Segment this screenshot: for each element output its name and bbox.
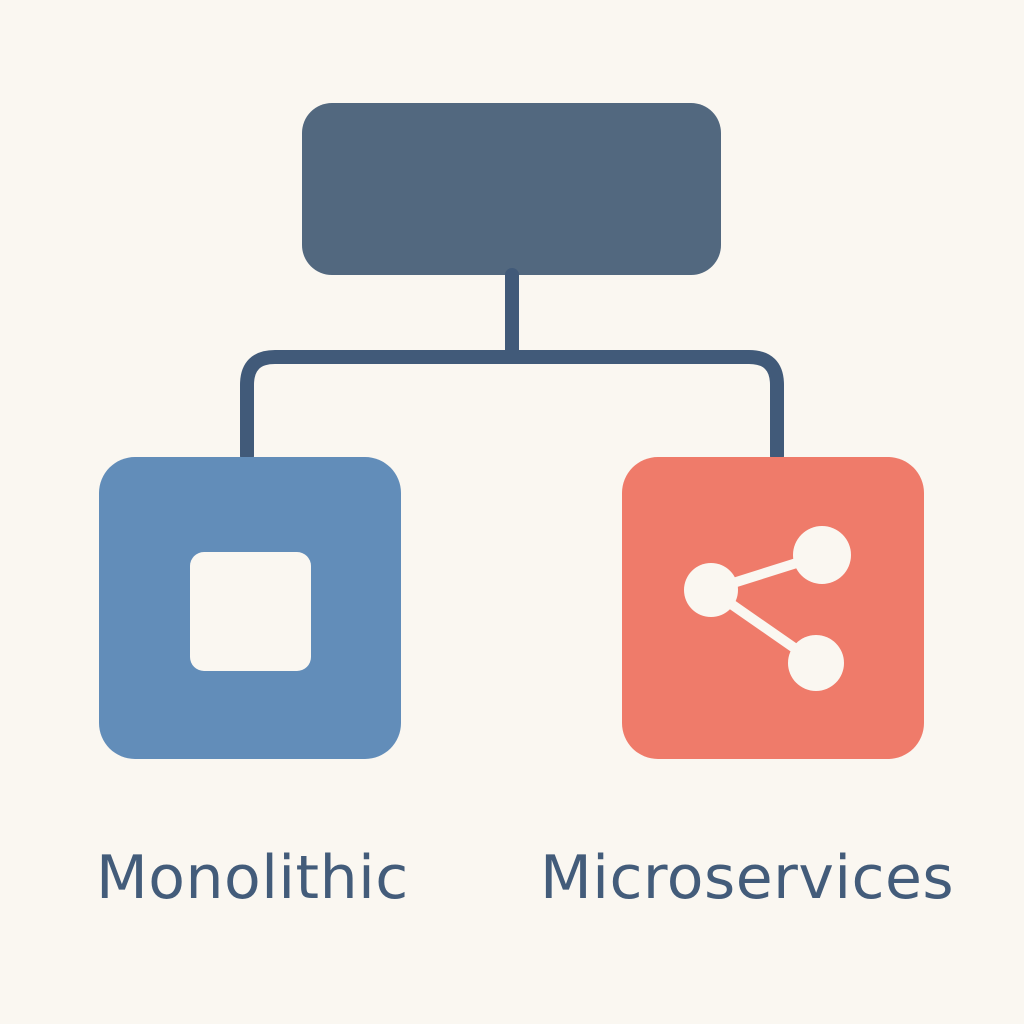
square-icon	[190, 552, 311, 671]
monolithic-label: Monolithic	[96, 843, 409, 913]
share-icon-node	[793, 526, 851, 584]
microservices-box	[622, 457, 924, 759]
top-node	[302, 103, 721, 275]
microservices-label: Microservices	[540, 843, 955, 913]
share-icon	[684, 526, 851, 691]
share-icon-node	[788, 635, 844, 691]
share-icon-node	[684, 563, 738, 617]
branch-connector	[240, 268, 784, 463]
